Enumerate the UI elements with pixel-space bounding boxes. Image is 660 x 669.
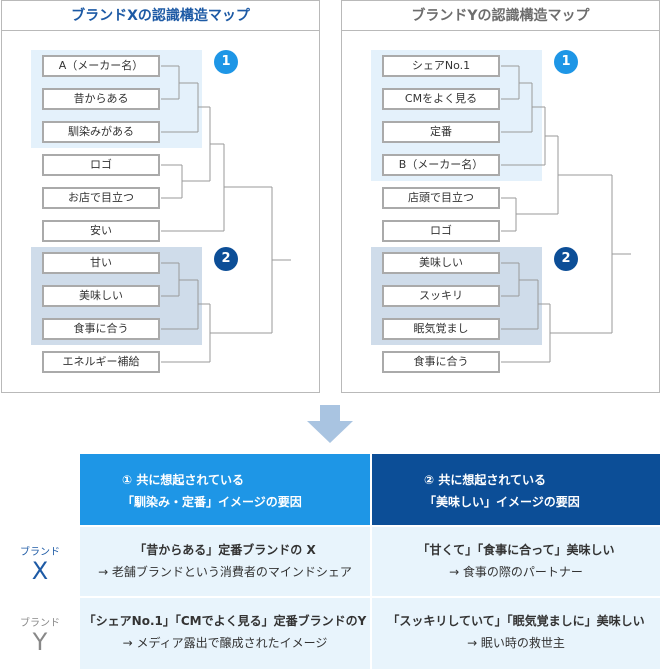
- row-label-y-big: Y: [32, 628, 48, 656]
- brand-x-node: 食事に合う: [42, 318, 160, 340]
- brand-y-node: 定番: [382, 121, 500, 143]
- brand-y-node: ロゴ: [382, 220, 500, 242]
- brand-x-node: A（メーカー名）: [42, 55, 160, 77]
- brand-y-dendrogram: [501, 65, 631, 363]
- brand-y-node: スッキリ: [382, 285, 500, 307]
- brand-y-map-panel: ブランドYの認識構造マップ 1 2 シェアNo.1 CMをよく見る: [341, 0, 660, 393]
- cell-y-2-line1: 「スッキリしていて」「眠気覚ましに」美味しい: [387, 614, 645, 628]
- table-header-1-line2: 「馴染み・定番」イメージの要因: [122, 495, 302, 509]
- brand-x-node: 美味しい: [42, 285, 160, 307]
- table-header-2-line2: 「美味しい」イメージの要因: [424, 495, 580, 509]
- brand-y-node: 眠気覚まし: [382, 318, 500, 340]
- brand-y-node: B（メーカー名）: [382, 154, 500, 176]
- table-cell-x-2: 「甘くて」「食事に合って」美味しい → 食事の際のパートナー: [372, 527, 660, 596]
- row-label-x-small: ブランド: [20, 547, 60, 558]
- brand-x-map-panel: ブランドXの認識構造マップ 1 2 A（メーカー名） 昔からある 馴: [1, 0, 320, 393]
- row-label-y-small: ブランド: [20, 618, 60, 629]
- table-header-1: ① 共に想起されている 「馴染み・定番」イメージの要因: [80, 454, 370, 525]
- row-label-x-big: X: [31, 557, 49, 585]
- row-label-brand-x: ブランド X: [0, 527, 80, 596]
- table-header-1-line1: ① 共に想起されている: [122, 473, 244, 487]
- brand-x-node: 昔からある: [42, 88, 160, 110]
- table-header-2: ② 共に想起されている 「美味しい」イメージの要因: [372, 454, 660, 525]
- cell-x-1-line1: 「昔からある」定番ブランドの X: [134, 543, 316, 557]
- brand-y-badge-1: 1: [554, 50, 578, 74]
- brand-y-node: シェアNo.1: [382, 55, 500, 77]
- brand-x-node: 安い: [42, 220, 160, 242]
- brand-y-map-title: ブランドYの認識構造マップ: [342, 1, 659, 31]
- table-header-2-line1: ② 共に想起されている: [424, 473, 546, 487]
- brand-y-node: 美味しい: [382, 252, 500, 274]
- down-arrow-icon: [307, 405, 353, 443]
- brand-y-node: CMをよく見る: [382, 88, 500, 110]
- brand-y-node: 店頭で目立つ: [382, 187, 500, 209]
- brand-x-badge-1: 1: [214, 50, 238, 74]
- brand-x-map-title: ブランドXの認識構造マップ: [2, 1, 319, 31]
- brand-x-node: 馴染みがある: [42, 121, 160, 143]
- table-cell-y-2: 「スッキリしていて」「眠気覚ましに」美味しい → 眠い時の救世主: [372, 598, 660, 669]
- cell-x-2-line1: 「甘くて」「食事に合って」美味しい: [417, 543, 615, 557]
- cell-x-1-line2: → 老舗ブランドという消費者のマインドシェア: [98, 565, 352, 579]
- cell-y-1-line2: → メディア露出で醸成されたイメージ: [122, 636, 328, 650]
- brand-y-node: 食事に合う: [382, 351, 500, 373]
- cell-y-2-line2: → 眠い時の救世主: [467, 636, 565, 650]
- cell-x-2-line2: → 食事の際のパートナー: [449, 565, 583, 579]
- table-cell-x-1: 「昔からある」定番ブランドの X → 老舗ブランドという消費者のマインドシェア: [80, 527, 370, 596]
- brand-x-node: 甘い: [42, 252, 160, 274]
- brand-x-node: ロゴ: [42, 154, 160, 176]
- brand-x-node: エネルギー補給: [42, 351, 160, 373]
- brand-x-dendrogram: [161, 65, 291, 363]
- table-cell-y-1: 「シェアNo.1」「CMでよく見る」定番ブランドのY → メディア露出で醸成され…: [80, 598, 370, 669]
- brand-x-node: お店で目立つ: [42, 187, 160, 209]
- brand-x-badge-2: 2: [214, 247, 238, 271]
- cell-y-1-line1: 「シェアNo.1」「CMでよく見る」定番ブランドのY: [83, 614, 367, 628]
- brand-y-badge-2: 2: [554, 247, 578, 271]
- row-label-brand-y: ブランド Y: [0, 598, 80, 669]
